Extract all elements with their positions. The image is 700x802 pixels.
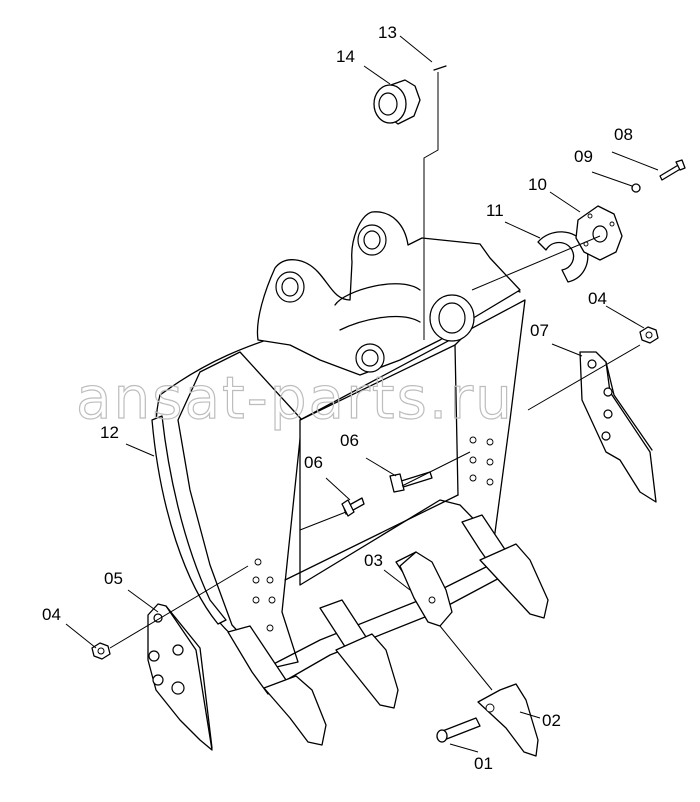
part-01-pin bbox=[436, 717, 481, 743]
callout-10: 10 bbox=[528, 175, 547, 194]
callout-04-right: 04 bbox=[588, 289, 607, 308]
bucket-teeth bbox=[227, 514, 549, 746]
part-14-bushing bbox=[373, 79, 421, 125]
callout-11: 11 bbox=[486, 201, 504, 220]
bucket-inner-vertical-edge bbox=[454, 344, 459, 496]
bucket-hinge-bracket bbox=[256, 211, 521, 376]
leader-lines bbox=[65, 35, 659, 753]
callout-06-upper: 06 bbox=[340, 431, 359, 450]
bucket-body bbox=[155, 211, 526, 687]
part-13-pin bbox=[433, 65, 447, 71]
tooth-1-tip bbox=[263, 675, 327, 746]
part-05-side-cutter bbox=[147, 603, 213, 751]
callout-05: 05 bbox=[104, 569, 123, 588]
callout-08: 08 bbox=[614, 125, 633, 144]
part-10-end-plate bbox=[575, 205, 623, 261]
tooth-4-tip bbox=[479, 543, 549, 619]
hinge-bore-rear-inner bbox=[438, 302, 466, 334]
callout-07: 07 bbox=[530, 321, 549, 340]
left-side-bolt-holes bbox=[252, 558, 276, 632]
part-03-adapter bbox=[399, 551, 453, 627]
bucket-cutting-lip-lower bbox=[275, 574, 506, 687]
part-06-bolt-lower bbox=[341, 497, 365, 517]
part-07-side-cutter bbox=[579, 351, 657, 503]
bucket-left-side-plate bbox=[177, 351, 303, 669]
part-08-bolt bbox=[659, 159, 686, 181]
tooth-2-tip bbox=[335, 633, 399, 709]
callout-14: 14 bbox=[336, 47, 355, 66]
callout-09: 09 bbox=[574, 147, 593, 166]
callout-06-lower: 06 bbox=[304, 453, 323, 472]
callout-13: 13 bbox=[378, 23, 397, 42]
hinge-bore-lower-inner bbox=[361, 349, 379, 367]
part-12-side-strip bbox=[151, 415, 227, 625]
part-09-washer bbox=[631, 183, 641, 193]
callout-02: 02 bbox=[542, 711, 561, 730]
watermark-text: ansat-parts.ru bbox=[76, 364, 514, 432]
part-04-nut-left bbox=[91, 642, 111, 660]
bucket-floor-edge bbox=[284, 494, 459, 581]
part-02-tooth-tip bbox=[477, 683, 539, 757]
hinge-bore-left-inner bbox=[281, 277, 299, 297]
part-11-shim bbox=[537, 231, 589, 283]
callout-04-left: 04 bbox=[42, 605, 61, 624]
part-04-nut-right bbox=[639, 326, 659, 344]
part-03-pin-hole bbox=[428, 596, 436, 604]
hinge-boss-tube bbox=[334, 283, 421, 331]
callout-labels: 01 02 03 04 04 05 06 06 07 08 09 10 11 1… bbox=[42, 23, 633, 773]
part-02-pin-hole bbox=[485, 703, 495, 713]
right-side-bolt-holes bbox=[469, 436, 494, 486]
callout-12: 12 bbox=[100, 423, 119, 442]
callout-01: 01 bbox=[474, 754, 493, 773]
hinge-bore-right-inner bbox=[363, 230, 381, 250]
callout-03: 03 bbox=[364, 551, 383, 570]
